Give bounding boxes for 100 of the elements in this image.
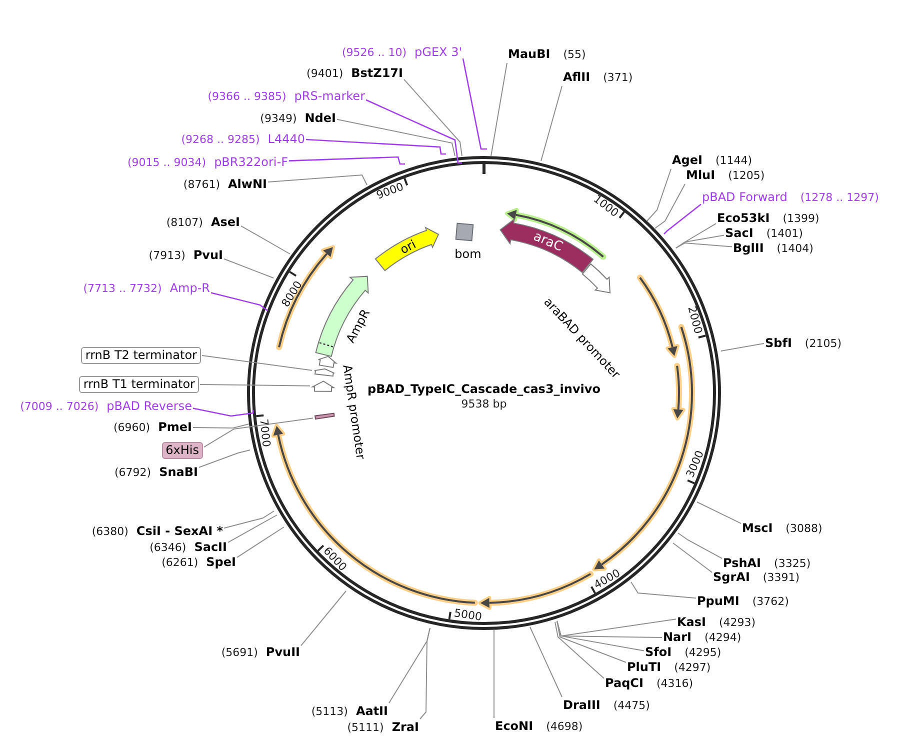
leader-line	[198, 450, 250, 468]
primer-name: Amp-R	[170, 280, 210, 296]
plasmid-name: pBAD_TypeIC_Cascade_cas3_invivo	[368, 381, 600, 397]
site-position: (3088)	[786, 521, 822, 537]
tick-label: 9000	[375, 180, 406, 201]
primer-name: pBAD Forward	[702, 189, 788, 205]
site-position: (4294)	[704, 630, 742, 646]
leader-line	[676, 242, 732, 248]
enzyme-name: SpeI	[206, 554, 236, 570]
enzyme-name: ZraI	[392, 719, 419, 735]
enzyme-name: PvuI	[193, 247, 223, 263]
leader-line	[672, 542, 712, 573]
leader-line	[420, 628, 430, 720]
leader-line	[554, 622, 604, 679]
site-position: (1144)	[715, 153, 752, 169]
site-position: (1205)	[728, 168, 765, 184]
enzyme-name: PaqCI	[605, 675, 644, 691]
site-position: (4698)	[546, 719, 583, 735]
feature-tag: rrnB T2 terminator	[81, 347, 201, 364]
enzyme-name: BstZ17I	[351, 65, 403, 81]
site-position: (6346)	[150, 540, 186, 556]
site-position: (4475)	[613, 698, 650, 714]
site-position: (7913)	[148, 248, 186, 264]
leader-line	[676, 234, 724, 248]
enzyme-name: NarI	[663, 629, 692, 645]
enzyme-name: DraIII	[563, 697, 600, 713]
site-position: (8107)	[166, 215, 203, 231]
leader-line	[556, 620, 626, 663]
site-position: (3325)	[774, 556, 811, 572]
site-position: (2105)	[804, 336, 842, 352]
leader-line	[268, 174, 368, 186]
enzyme-name: PmeI	[158, 419, 192, 435]
leader-line	[646, 168, 672, 222]
primer-name: pGEX 3'	[414, 44, 462, 60]
leader-line	[490, 62, 508, 156]
enzyme-name: EcoNI	[495, 718, 534, 734]
primer-range: (7713 .. 7732)	[83, 281, 162, 297]
enzyme-name: PshAI	[723, 555, 762, 571]
tick-label: 3000	[684, 449, 706, 480]
leader-line	[556, 620, 644, 652]
tick-label: 2000	[686, 305, 704, 335]
leader-line	[540, 86, 562, 162]
primer-range: (7009 .. 7026)	[20, 399, 99, 415]
enzyme-name: SgrAI	[713, 569, 750, 585]
feature-label: ori	[398, 238, 418, 256]
leader-line	[210, 292, 268, 312]
enzyme-name: SacII	[194, 539, 227, 555]
feature-label: AmpR promoter	[342, 364, 368, 460]
enzyme-name: AseI	[210, 214, 240, 230]
enzyme-name: MluI	[686, 167, 716, 183]
enzyme-name: KasI	[677, 614, 706, 630]
enzyme-name: PluTI	[627, 659, 662, 675]
site-position: (4297)	[674, 660, 711, 676]
site-position: (6792)	[114, 465, 152, 481]
site-position: (4293)	[719, 615, 756, 631]
primer-range: (9268 .. 9285)	[181, 132, 260, 148]
leader-line	[696, 502, 742, 524]
leader-line	[336, 118, 456, 156]
site-position: (6960)	[114, 420, 150, 436]
feature-tag: 6xHis	[162, 442, 203, 459]
leader-line	[236, 526, 284, 558]
site-position: (3762)	[752, 594, 789, 610]
enzyme-name: SnaBI	[159, 464, 198, 480]
leader-line	[678, 532, 722, 559]
site-position: (1399)	[782, 211, 820, 227]
plasmid-size: 9538 bp	[461, 398, 507, 410]
leader-line	[202, 355, 312, 371]
leader-line	[404, 78, 462, 156]
leader-line	[306, 138, 446, 155]
leader-line	[240, 225, 290, 254]
site-position: (4316)	[656, 676, 694, 692]
leader-line	[288, 156, 405, 165]
enzyme-name: PvuII	[266, 644, 300, 660]
feature-tag: rrnB T1 terminator	[79, 376, 199, 393]
site-position: (4295)	[684, 645, 722, 661]
site-position: (8761)	[183, 177, 220, 193]
tick-label: 4000	[592, 567, 622, 590]
enzyme-name: AgeI	[672, 152, 702, 168]
enzyme-name: SacI	[725, 225, 754, 241]
enzyme-name: NdeI	[304, 110, 336, 126]
leader-line	[462, 58, 487, 150]
tick-label: 5000	[453, 608, 483, 623]
primer-range: (9526 .. 10)	[342, 45, 407, 61]
site-position: (371)	[603, 70, 633, 86]
primer-range: (1278 .. 1297)	[800, 190, 879, 206]
primer-range: (9366 .. 9385)	[208, 89, 286, 105]
leader-line	[630, 582, 696, 599]
primer-name: pBAD Reverse	[106, 398, 192, 414]
leader-line	[200, 384, 310, 386]
leader-line	[228, 514, 278, 543]
enzyme-name: MscI	[742, 520, 773, 536]
primer-name: pRS-marker	[294, 88, 365, 104]
site-position: (1401)	[766, 226, 803, 242]
enzyme-name: AlwNI	[228, 176, 267, 192]
enzyme-name: Eco53kI	[717, 210, 770, 226]
leader-line	[224, 258, 274, 278]
enzyme-name: PpuMI	[697, 593, 740, 609]
leader-line	[192, 408, 254, 417]
leader-line	[664, 204, 702, 234]
enzyme-name: MauBI	[508, 46, 550, 62]
